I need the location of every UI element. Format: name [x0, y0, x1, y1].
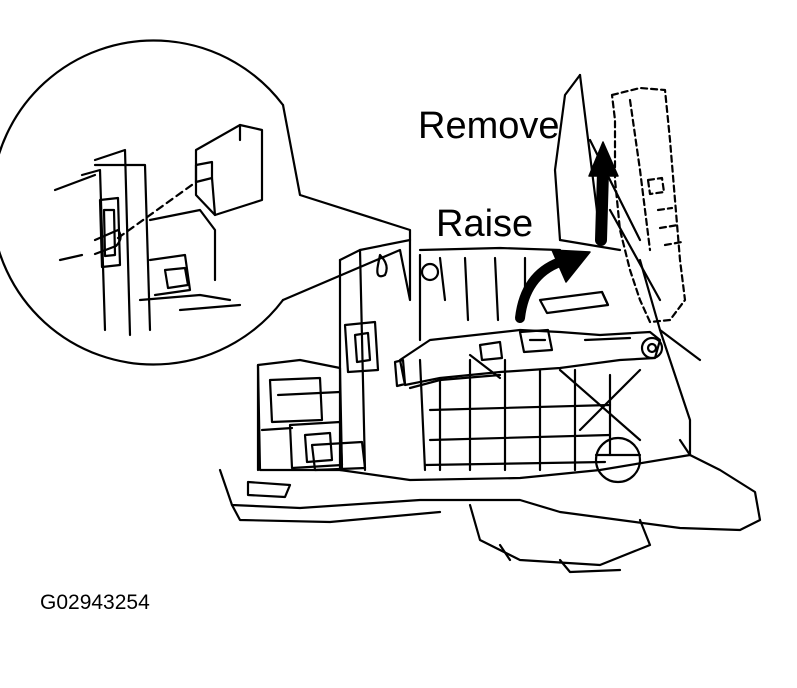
- inset-detail: [53, 123, 264, 337]
- shift-rod: [538, 290, 610, 315]
- detail-callout: [0, 39, 412, 366]
- base-plate: [218, 438, 762, 574]
- raise-label: Raise: [436, 203, 534, 245]
- removed-cover-outline: [610, 86, 687, 324]
- remove-arrow-icon: [588, 141, 619, 246]
- raise-arrow-icon: [515, 249, 591, 323]
- figure-code: G02943254: [40, 591, 150, 614]
- housing-boss: [594, 436, 642, 484]
- lock-lever: [393, 328, 664, 390]
- main-housing: [338, 238, 692, 482]
- connector-block: [256, 320, 380, 472]
- remove-label: Remove: [418, 105, 560, 147]
